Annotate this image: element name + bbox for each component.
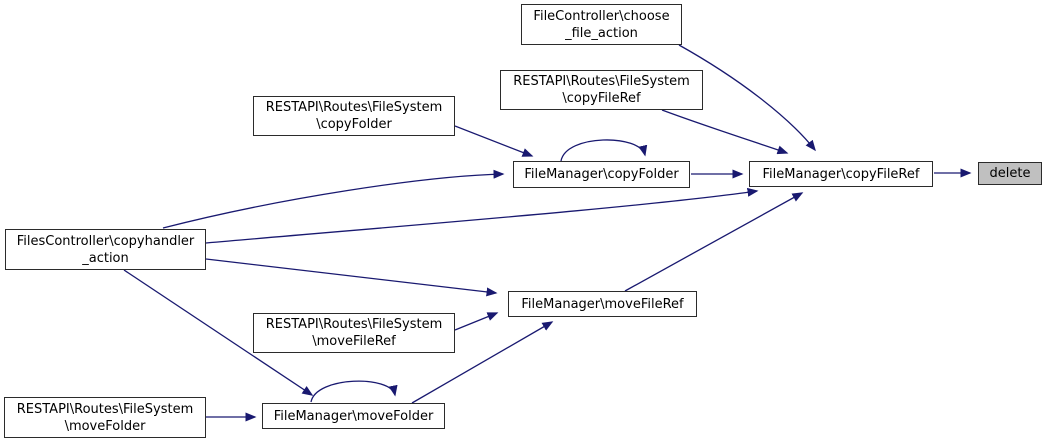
node-filecontroller-choose-file-action[interactable]: FileController\choose _file_action [521,4,682,45]
node-label: RESTAPI\Routes\FileSystem \moveFileRef [265,317,443,349]
node-restapi-filesystem-copyfileref[interactable]: RESTAPI\Routes\FileSystem \copyFileRef [500,70,703,110]
edge-restapi-movefileref-to-movefileref [454,312,499,331]
node-label: FileManager\copyFolder [524,167,679,182]
node-filemanager-copyfolder[interactable]: FileManager\copyFolder [513,161,690,188]
node-filemanager-movefileref[interactable]: FileManager\moveFileRef [508,291,697,317]
node-label: RESTAPI\Routes\FileSystem \copyFolder [265,100,443,132]
node-label: RESTAPI\Routes\FileSystem \moveFolder [16,401,194,434]
edge-choose-file-action-to-copyfileref [678,44,816,152]
node-filescontroller-copyhandler-action[interactable]: FilesController\copyhandler _action [5,229,206,270]
edge-copyhandler-to-copyfileref [205,187,759,244]
edge-copyhandler-to-movefolder [123,269,314,396]
edge-movefileref-to-copyfileref [624,192,804,292]
node-label: FileManager\moveFileRef [521,296,684,312]
edge-movefolder-to-movefileref [411,321,554,404]
node-filemanager-movefolder[interactable]: FileManager\moveFolder [262,403,445,429]
edge-copyfolder-self-loop [560,139,648,162]
node-delete: delete [978,162,1042,185]
node-label: delete [989,166,1031,181]
node-restapi-filesystem-movefileref[interactable]: RESTAPI\Routes\FileSystem \moveFileRef [253,313,455,353]
node-filemanager-copyfileref[interactable]: FileManager\copyFileRef [749,161,933,187]
node-label: FileManager\copyFileRef [762,166,920,182]
node-restapi-filesystem-copyfolder[interactable]: RESTAPI\Routes\FileSystem \copyFolder [253,96,455,136]
edge-copyhandler-to-copyfolder [162,169,505,229]
edge-movefolder-self-loop [310,380,398,403]
node-label: RESTAPI\Routes\FileSystem \copyFileRef [513,74,690,106]
edge-restapi-copyfileref-to-copyfileref [661,109,789,155]
node-label: FileController\choose _file_action [533,8,670,41]
edge-restapi-copyfolder-to-copyfolder [454,125,534,157]
node-restapi-filesystem-movefolder[interactable]: RESTAPI\Routes\FileSystem \moveFolder [4,397,206,438]
node-label: FileManager\moveFolder [273,408,434,424]
node-label: FilesController\copyhandler _action [16,233,195,266]
edge-copyhandler-to-movefileref [205,258,498,297]
